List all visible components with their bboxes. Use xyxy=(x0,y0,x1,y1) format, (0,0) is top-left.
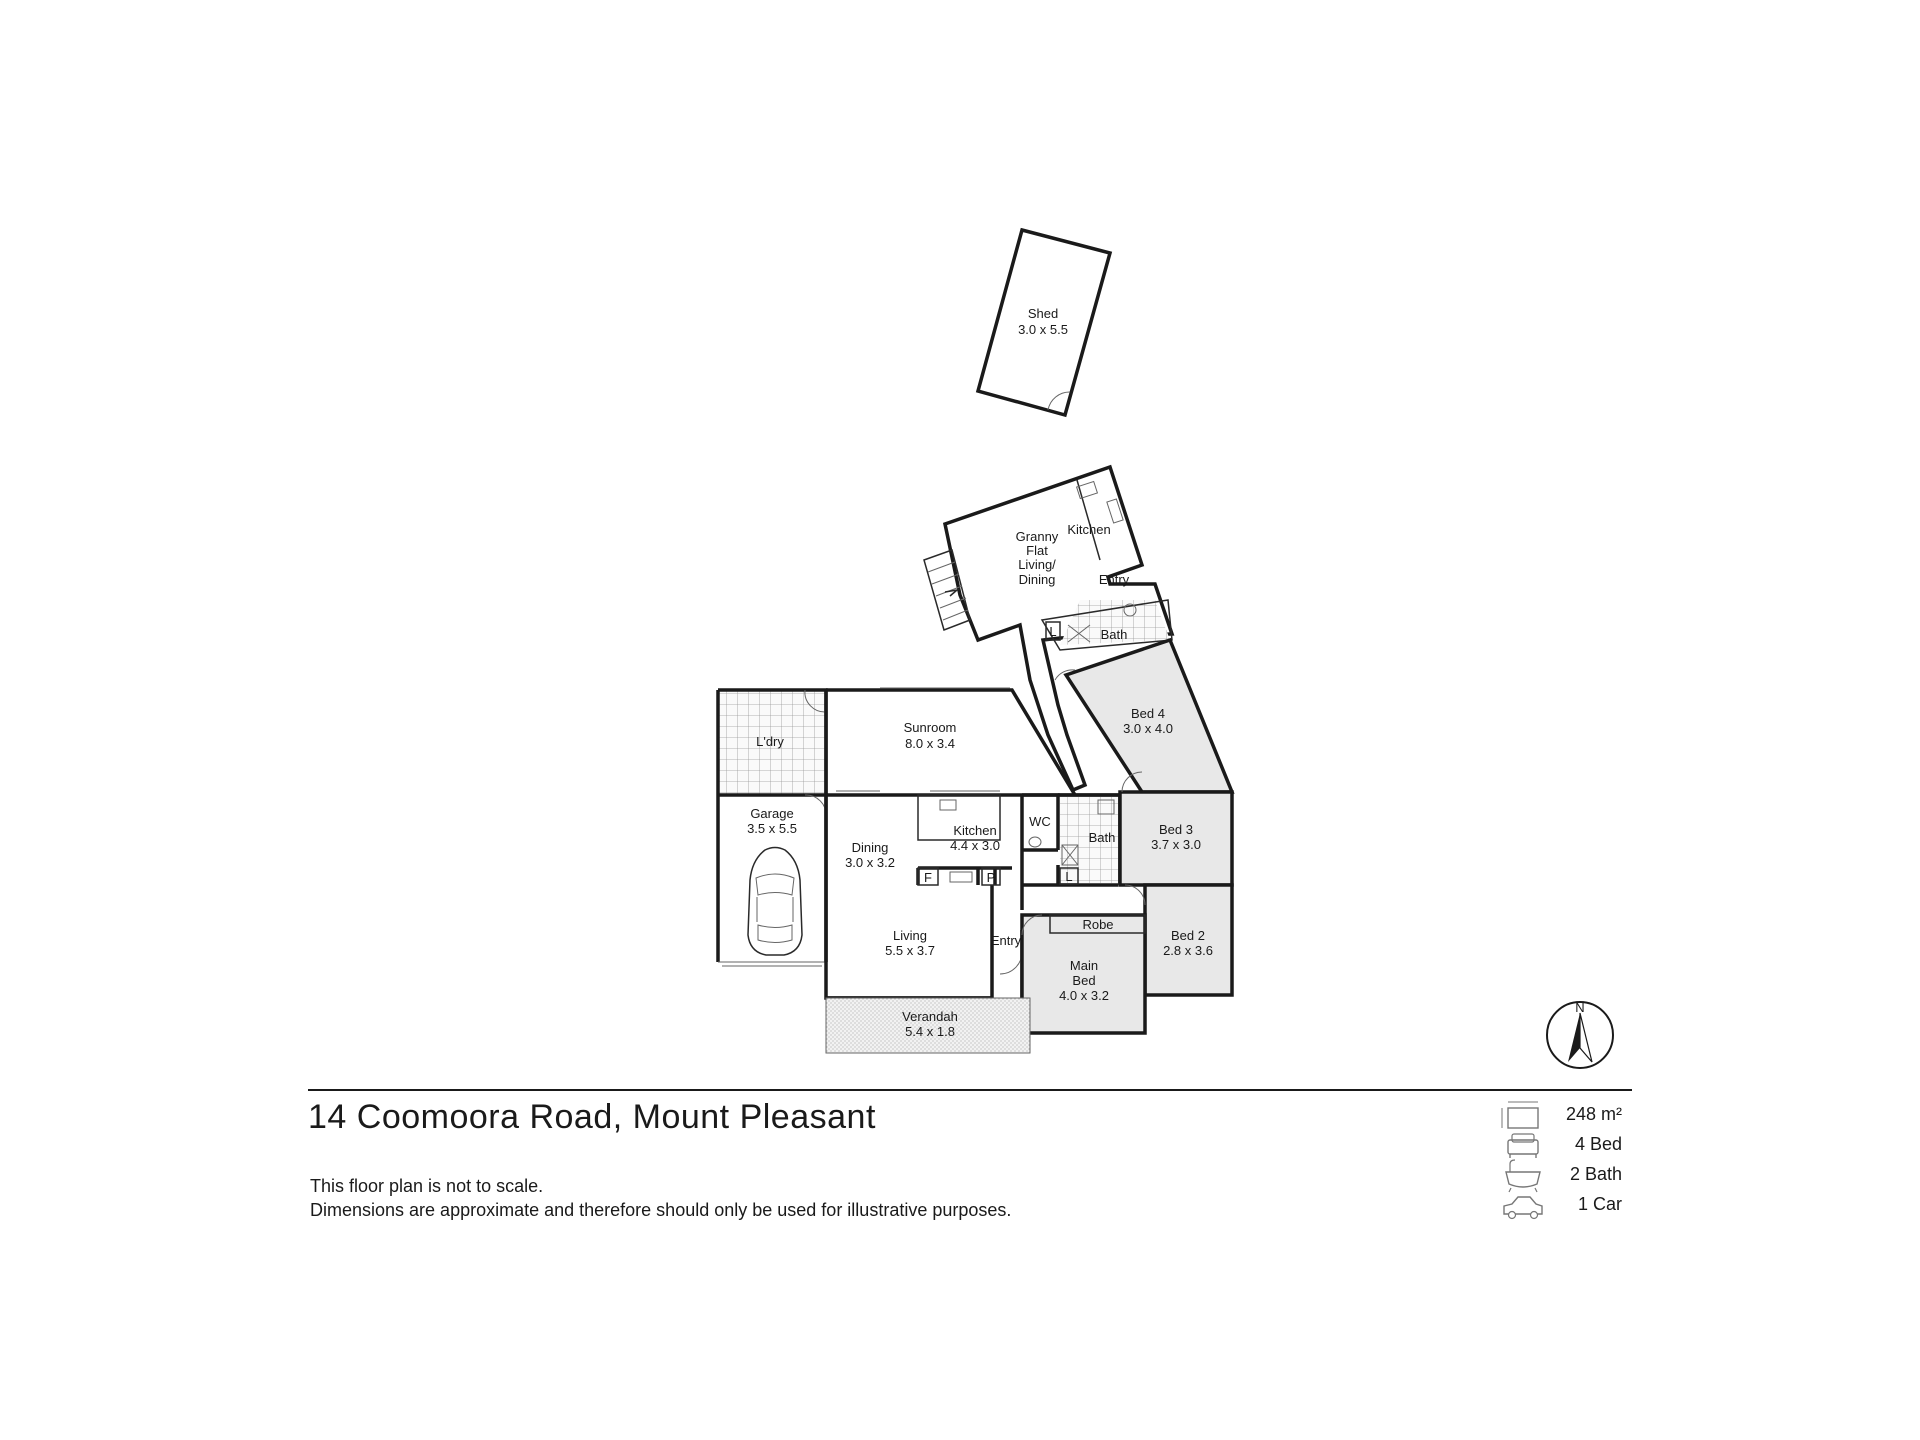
sunroom: Sunroom 8.0 x 3.4 xyxy=(824,687,1077,796)
granny-flat-label-1: Granny xyxy=(1016,529,1059,544)
flat-kitchen-label: Kitchen xyxy=(1067,522,1110,537)
flat-bath-label: Bath xyxy=(1101,627,1128,642)
wc: WC xyxy=(1022,793,1060,852)
bed-4-label: Bed 4 xyxy=(1131,706,1165,721)
bed-3-label: Bed 3 xyxy=(1159,822,1193,837)
entry-label: Entry xyxy=(991,933,1022,948)
stat-beds: 4 Bed xyxy=(1574,1134,1622,1154)
bath: Bath L xyxy=(1056,793,1122,885)
living: Living 5.5 x 3.7 xyxy=(826,928,992,1000)
verandah-label: Verandah xyxy=(902,1009,958,1024)
flat-linen-label: L xyxy=(1049,624,1056,639)
bed-icon xyxy=(1507,1133,1539,1158)
bed-2-dims: 2.8 x 3.6 xyxy=(1163,943,1213,958)
stat-baths: 2 Bath xyxy=(1569,1164,1622,1184)
north-arrow-icon: N xyxy=(1546,1000,1614,1069)
entry: Entry xyxy=(991,885,1024,998)
living-label: Living xyxy=(893,928,927,943)
bath-icon xyxy=(1505,1159,1541,1193)
flat-bath: L Bath xyxy=(1040,599,1173,651)
dimensions-note: Dimensions are approximate and therefore… xyxy=(310,1200,1012,1220)
bed-2-label: Bed 2 xyxy=(1171,928,1205,943)
bed-4-dims: 3.0 x 4.0 xyxy=(1123,721,1173,736)
area-icon xyxy=(1501,1101,1539,1129)
bed-3-dims: 3.7 x 3.0 xyxy=(1151,837,1201,852)
wc-label: WC xyxy=(1029,814,1051,829)
compass-letter: N xyxy=(1575,1000,1584,1015)
laundry-label: L'dry xyxy=(756,734,784,749)
bed-3: Bed 3 3.7 x 3.0 xyxy=(1118,771,1234,887)
shed: Shed 3.0 x 5.5 xyxy=(975,227,1113,418)
flat-entry-label: Entry xyxy=(1099,572,1130,587)
car-drawing xyxy=(747,846,803,956)
scale-note: This floor plan is not to scale. xyxy=(310,1176,544,1196)
garage: Garage 3.5 x 5.5 xyxy=(716,793,828,967)
granny-flat: Granny Flat Living/ Dining Kitchen Entry… xyxy=(923,464,1175,793)
verandah-dims: 5.4 x 1.8 xyxy=(905,1024,955,1039)
main-bed: Robe Main Bed 4.0 x 3.2 xyxy=(1020,913,1147,1035)
linen-label: L xyxy=(1065,869,1072,884)
granny-flat-stairs xyxy=(923,549,971,631)
sunroom-label: Sunroom xyxy=(904,720,957,735)
bed-4: Bed 4 3.0 x 4.0 xyxy=(1054,637,1235,794)
granny-flat-label-2: Flat xyxy=(1026,543,1048,558)
fridge-label: F xyxy=(924,870,932,885)
sunroom-dims: 8.0 x 3.4 xyxy=(905,736,955,751)
main-bed-label-1: Main xyxy=(1070,958,1098,973)
dining-dims: 3.0 x 3.2 xyxy=(845,855,895,870)
robe-label: Robe xyxy=(1082,917,1113,932)
garage-dims: 3.5 x 5.5 xyxy=(747,821,797,836)
stat-area: 248 m² xyxy=(1565,1104,1622,1124)
garage-label: Garage xyxy=(750,806,793,821)
shed-label: Shed xyxy=(1028,306,1058,321)
bath-label: Bath xyxy=(1089,830,1116,845)
verandah: Verandah 5.4 x 1.8 xyxy=(825,997,1031,1054)
kitchen-dims: 4.4 x 3.0 xyxy=(950,838,1000,853)
car-icon xyxy=(1503,1196,1543,1220)
dining-label: Dining xyxy=(852,840,889,855)
granny-flat-label-3: Living/ xyxy=(1018,557,1056,572)
property-address: 14 Coomoora Road, Mount Pleasant xyxy=(308,1098,876,1136)
main-bed-label-2: Bed xyxy=(1072,973,1095,988)
kitchen-label: Kitchen xyxy=(953,823,996,838)
laundry: L'dry xyxy=(716,688,828,795)
living-dims: 5.5 x 3.7 xyxy=(885,943,935,958)
kitchen: Kitchen 4.4 x 3.0 F P xyxy=(917,794,1001,886)
main-bed-dims: 4.0 x 3.2 xyxy=(1059,988,1109,1003)
shed-dims: 3.0 x 5.5 xyxy=(1018,322,1068,337)
pantry-label: P xyxy=(987,870,996,885)
bed-2: Bed 2 2.8 x 3.6 xyxy=(1124,883,1234,997)
granny-flat-label-4: Dining xyxy=(1019,572,1056,587)
stat-cars: 1 Car xyxy=(1577,1194,1622,1214)
